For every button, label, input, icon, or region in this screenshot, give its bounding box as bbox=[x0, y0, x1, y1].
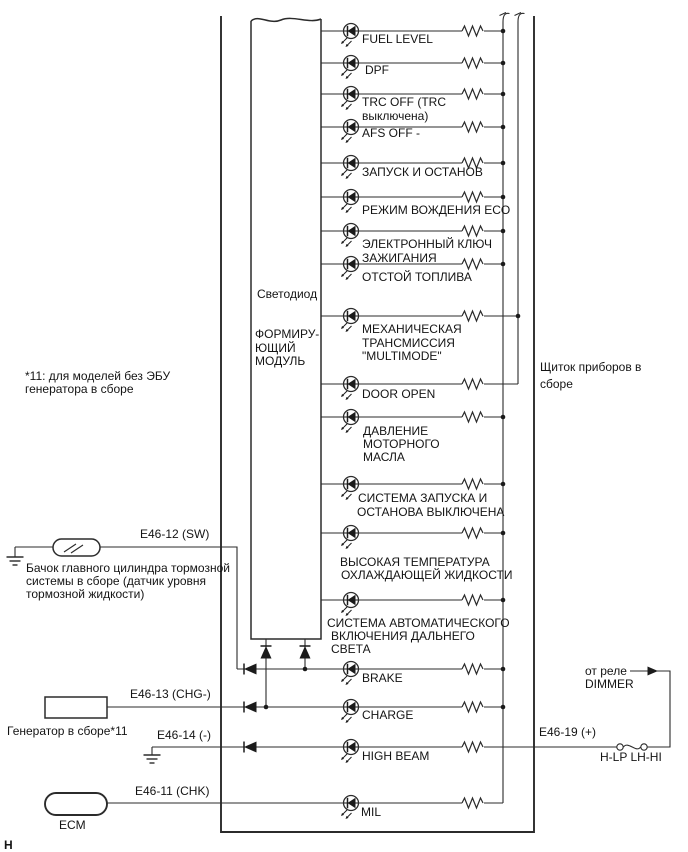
label-ahb-line3: СВЕТА bbox=[331, 642, 371, 656]
label-mmt-line3: "MULTIMODE" bbox=[362, 349, 442, 363]
note-line2: генератора в сборе bbox=[25, 382, 134, 396]
label-door-open: DOOR OPEN bbox=[362, 387, 435, 401]
label-oil-line1: ДАВЛЕНИЕ bbox=[363, 424, 428, 438]
instrument-cluster-box bbox=[220, 16, 535, 833]
indicator-row-mil: MIL bbox=[107, 794, 503, 820]
label-coolant-line1: ВЫСОКАЯ ТЕМПЕРАТУРА bbox=[340, 555, 490, 569]
label-trc-line1: TRC OFF (TRC bbox=[362, 95, 446, 109]
indicator-row-brake: BRAKE bbox=[237, 660, 503, 686]
junction-dots bbox=[263, 28, 521, 710]
label-eco: РЕЖИМ ВОЖДЕНИЯ ECO bbox=[362, 203, 510, 217]
indicator-row-afs-off: AFS OFF - bbox=[321, 118, 503, 144]
indicator-row-eco: РЕЖИМ ВОЖДЕНИЯ ECO bbox=[321, 188, 510, 217]
generator-box bbox=[44, 696, 108, 719]
dimmer-feed: от реле DIMMER E46-19 (+) H-LP LH-HI bbox=[539, 664, 671, 764]
module-name-line3: МОДУЛЬ bbox=[255, 354, 305, 368]
module-name-line1: ФОРМИРУ- bbox=[255, 327, 319, 341]
indicator-row-dpf: DPF bbox=[321, 54, 503, 80]
label-ahb-line2: ВКЛЮЧЕНИЯ ДАЛЬНЕГО bbox=[331, 629, 475, 643]
label-oil-line3: МАСЛА bbox=[363, 450, 405, 464]
label-fuel-level: FUEL LEVEL bbox=[362, 32, 433, 46]
label-ahb-line1: СИСТЕМА АВТОМАТИЧЕСКОГО bbox=[327, 616, 510, 630]
cluster-label-line1: Щиток приборов в bbox=[540, 360, 641, 374]
fuse-label: H-LP LH-HI bbox=[600, 750, 662, 764]
reservoir-label-line3: тормозной жидкости) bbox=[26, 587, 144, 601]
note-line1: *11: для моделей без ЭБУ bbox=[25, 369, 170, 383]
connector-e46-19: E46-19 (+) bbox=[539, 725, 596, 739]
ecm-branch: E46-11 (CHK) ECM bbox=[44, 784, 209, 832]
label-brake: BRAKE bbox=[362, 671, 403, 685]
grid-reference-label: H bbox=[4, 838, 13, 852]
bus-lines bbox=[498, 11, 526, 803]
label-afs: AFS OFF - bbox=[362, 126, 420, 140]
label-coolant-line2: ОХЛАЖДАЮЩЕЙ ЖИДКОСТИ bbox=[341, 567, 512, 582]
footnote: *11: для моделей без ЭБУ генератора в сб… bbox=[25, 369, 170, 396]
brake-fluid-switch: E46-12 (SW) Бачок главного цилиндра торм… bbox=[5, 527, 238, 669]
reservoir-label-line1: Бачок главного цилиндра тормозной bbox=[26, 561, 230, 575]
label-ss-off-line2: ОСТАНОВА ВЫКЛЮЧЕНА bbox=[357, 505, 504, 519]
module-name-line2: ЮЩИЙ bbox=[255, 340, 296, 355]
indicator-row-coolant-temp: ВЫСОКАЯ ТЕМПЕРАТУРА ОХЛАЖДАЮЩЕЙ ЖИДКОСТИ bbox=[321, 524, 512, 582]
label-start-stop: ЗАПУСК И ОСТАНОВ bbox=[362, 165, 483, 179]
label-mil: MIL bbox=[361, 805, 381, 819]
connector-e46-11: E46-11 (CHK) bbox=[135, 784, 209, 798]
reservoir-label-line2: системы в сборе (датчик уровня bbox=[26, 574, 206, 588]
indicator-row-multimode: МЕХАНИЧЕСКАЯ ТРАНСМИССИЯ "MULTIMODE" bbox=[321, 307, 518, 363]
indicator-row-auto-high-beam: СИСТЕМА АВТОМАТИЧЕСКОГО ВКЛЮЧЕНИЯ ДАЛЬНЕ… bbox=[321, 591, 510, 656]
label-mmt-line1: МЕХАНИЧЕСКАЯ bbox=[362, 322, 462, 336]
fuse-terminal-icon bbox=[640, 743, 648, 751]
label-mmt-line2: ТРАНСМИССИЯ bbox=[362, 336, 455, 350]
label-key-line2: ЗАЖИГАНИЯ bbox=[362, 251, 437, 265]
relay-label-line1: от реле bbox=[585, 664, 627, 678]
label-high-beam: HIGH BEAM bbox=[362, 749, 429, 763]
label-oil-line2: МОТОРНОГО bbox=[363, 437, 440, 451]
indicator-row-fuel-sediment: ОТСТОЙ ТОПЛИВА bbox=[321, 255, 503, 284]
indicator-row-trc-off: TRC OFF (TRC выключена) bbox=[321, 85, 503, 123]
module-led-label: Светодиод bbox=[257, 287, 317, 301]
connector-e46-13: E46-13 (CHG-) bbox=[130, 687, 211, 701]
ecm-box bbox=[44, 792, 108, 816]
fuse-terminal-icon bbox=[616, 743, 624, 751]
label-charge: CHARGE bbox=[362, 708, 413, 722]
label-fuel-sediment: ОТСТОЙ ТОПЛИВА bbox=[362, 269, 472, 284]
cluster-label-line2: сборе bbox=[540, 377, 573, 391]
connector-e46-14: E46-14 (-) bbox=[157, 728, 211, 742]
generator-branch: E46-13 (CHG-) Генератор в сборе*11 bbox=[7, 687, 211, 738]
label-trc-line2: выключена) bbox=[362, 109, 428, 123]
diode-network bbox=[259, 639, 312, 707]
reservoir-switch-icon bbox=[52, 538, 101, 557]
indicator-row-door-open: DOOR OPEN bbox=[321, 375, 518, 401]
relay-label-line2: DIMMER bbox=[585, 677, 634, 691]
label-key-line1: ЭЛЕКТРОННЫЙ КЛЮЧ bbox=[362, 236, 492, 251]
ecm-label: ECM bbox=[59, 818, 86, 832]
indicator-row-charge: CHARGE bbox=[107, 698, 503, 724]
ground-branch: E46-14 (-) bbox=[142, 728, 211, 764]
generator-label: Генератор в сборе*11 bbox=[7, 724, 128, 738]
indicator-row-high-beam: HIGH BEAM bbox=[152, 738, 617, 764]
label-dpf: DPF bbox=[365, 63, 389, 77]
cluster-caption: Щиток приборов в сборе bbox=[540, 360, 641, 391]
indicator-row-smart-key: ЭЛЕКТРОННЫЙ КЛЮЧ ЗАЖИГАНИЯ bbox=[321, 222, 503, 265]
arrow-right-icon bbox=[647, 666, 658, 676]
label-ss-off-line1: СИСТЕМА ЗАПУСКА И bbox=[358, 491, 487, 505]
indicator-row-start-stop-off: СИСТЕМА ЗАПУСКА И ОСТАНОВА ВЫКЛЮЧЕНА bbox=[321, 475, 504, 519]
indicator-row-start-stop: ЗАПУСК И ОСТАНОВ bbox=[321, 154, 503, 180]
forming-module-box: Светодиод ФОРМИРУ- ЮЩИЙ МОДУЛЬ bbox=[250, 17, 322, 640]
indicator-row-fuel-level: FUEL LEVEL bbox=[321, 22, 503, 48]
connector-e46-12: E46-12 (SW) bbox=[140, 527, 209, 541]
indicator-row-oil-pressure: ДАВЛЕНИЕ МОТОРНОГО МАСЛА bbox=[321, 408, 503, 464]
